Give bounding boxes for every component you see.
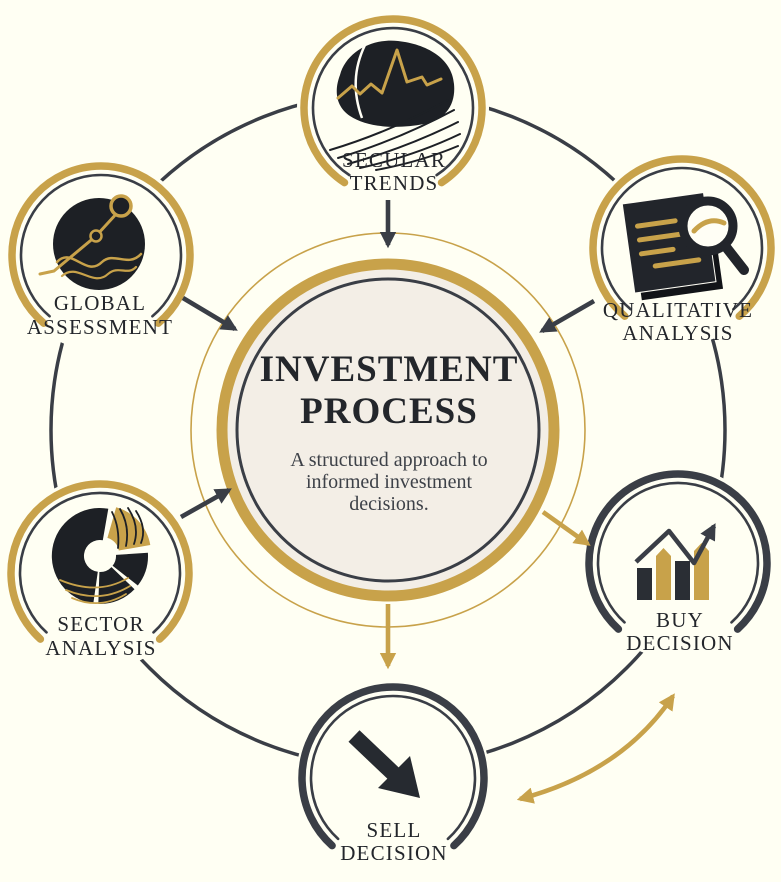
sell-outer-ring bbox=[298, 683, 488, 850]
diagram-subtitle-line2: informed investment bbox=[306, 471, 473, 493]
node-label: GLOBAL bbox=[54, 291, 146, 315]
node-label: ANALYSIS bbox=[622, 321, 733, 345]
arrow-sector-to-center bbox=[179, 487, 232, 520]
sector-gold-ring bbox=[7, 480, 193, 643]
buy-outer-ring bbox=[585, 470, 771, 633]
node-label: SECULAR bbox=[342, 148, 446, 172]
center-gold-ring bbox=[216, 258, 560, 602]
diagram-subtitle-line3: decisions. bbox=[349, 493, 428, 515]
sell-inner-ring bbox=[309, 694, 477, 841]
node-label: ASSESSMENT bbox=[27, 315, 173, 339]
node-label: TRENDS bbox=[350, 171, 439, 195]
node-label: DECISION bbox=[340, 841, 448, 865]
bar-chart-up-arrow-icon bbox=[634, 523, 717, 600]
arrow-center-to-buy bbox=[541, 510, 591, 546]
secular-gold-ring bbox=[300, 15, 486, 187]
global-gold-ring bbox=[8, 162, 194, 327]
center-node: INVESTMENT PROCESS A structured approach… bbox=[216, 258, 560, 602]
sector-inner-ring bbox=[18, 491, 182, 634]
node-sector-analysis: SECTOR ANALYSIS bbox=[7, 480, 193, 660]
buy-inner-ring bbox=[596, 481, 760, 624]
global-inner-ring bbox=[19, 173, 183, 318]
node-label: DECISION bbox=[626, 631, 734, 655]
document-magnifier-icon bbox=[621, 192, 749, 301]
arrow-global-to-center bbox=[181, 296, 238, 331]
diagram-title-line1: INVESTMENT bbox=[260, 349, 519, 390]
diagram-subtitle-line1: A structured approach to bbox=[290, 449, 487, 471]
node-qualitative-analysis: QUALITATIVE ANALYSIS bbox=[589, 155, 775, 345]
down-right-arrow-icon bbox=[348, 730, 420, 798]
node-sell-decision: SELL DECISION bbox=[298, 683, 488, 865]
wave-trend-line-icon bbox=[329, 40, 461, 171]
node-label: ANALYSIS bbox=[45, 636, 156, 660]
arrow-sell-to-buy-curved bbox=[516, 693, 675, 804]
qualitative-gold-ring bbox=[589, 155, 775, 320]
center-circle bbox=[227, 269, 549, 591]
node-label: SECTOR bbox=[57, 612, 144, 636]
secular-inner-ring bbox=[311, 26, 475, 177]
node-buy-decision: BUY DECISION bbox=[585, 470, 771, 655]
node-label: BUY bbox=[656, 608, 704, 632]
globe-line-chart-icon bbox=[38, 194, 145, 290]
node-label: QUALITATIVE bbox=[603, 298, 753, 322]
arrow-qualitative-to-center bbox=[539, 299, 596, 333]
center-dark-ring bbox=[235, 277, 541, 583]
donut-pie-chart-icon bbox=[51, 507, 151, 605]
diagram-title-line2: PROCESS bbox=[300, 391, 478, 432]
node-global-assessment: GLOBAL ASSESSMENT bbox=[8, 162, 194, 339]
node-label: SELL bbox=[367, 818, 422, 842]
qualitative-inner-ring bbox=[600, 166, 764, 311]
node-secular-trends: SECULAR TRENDS bbox=[300, 15, 486, 195]
